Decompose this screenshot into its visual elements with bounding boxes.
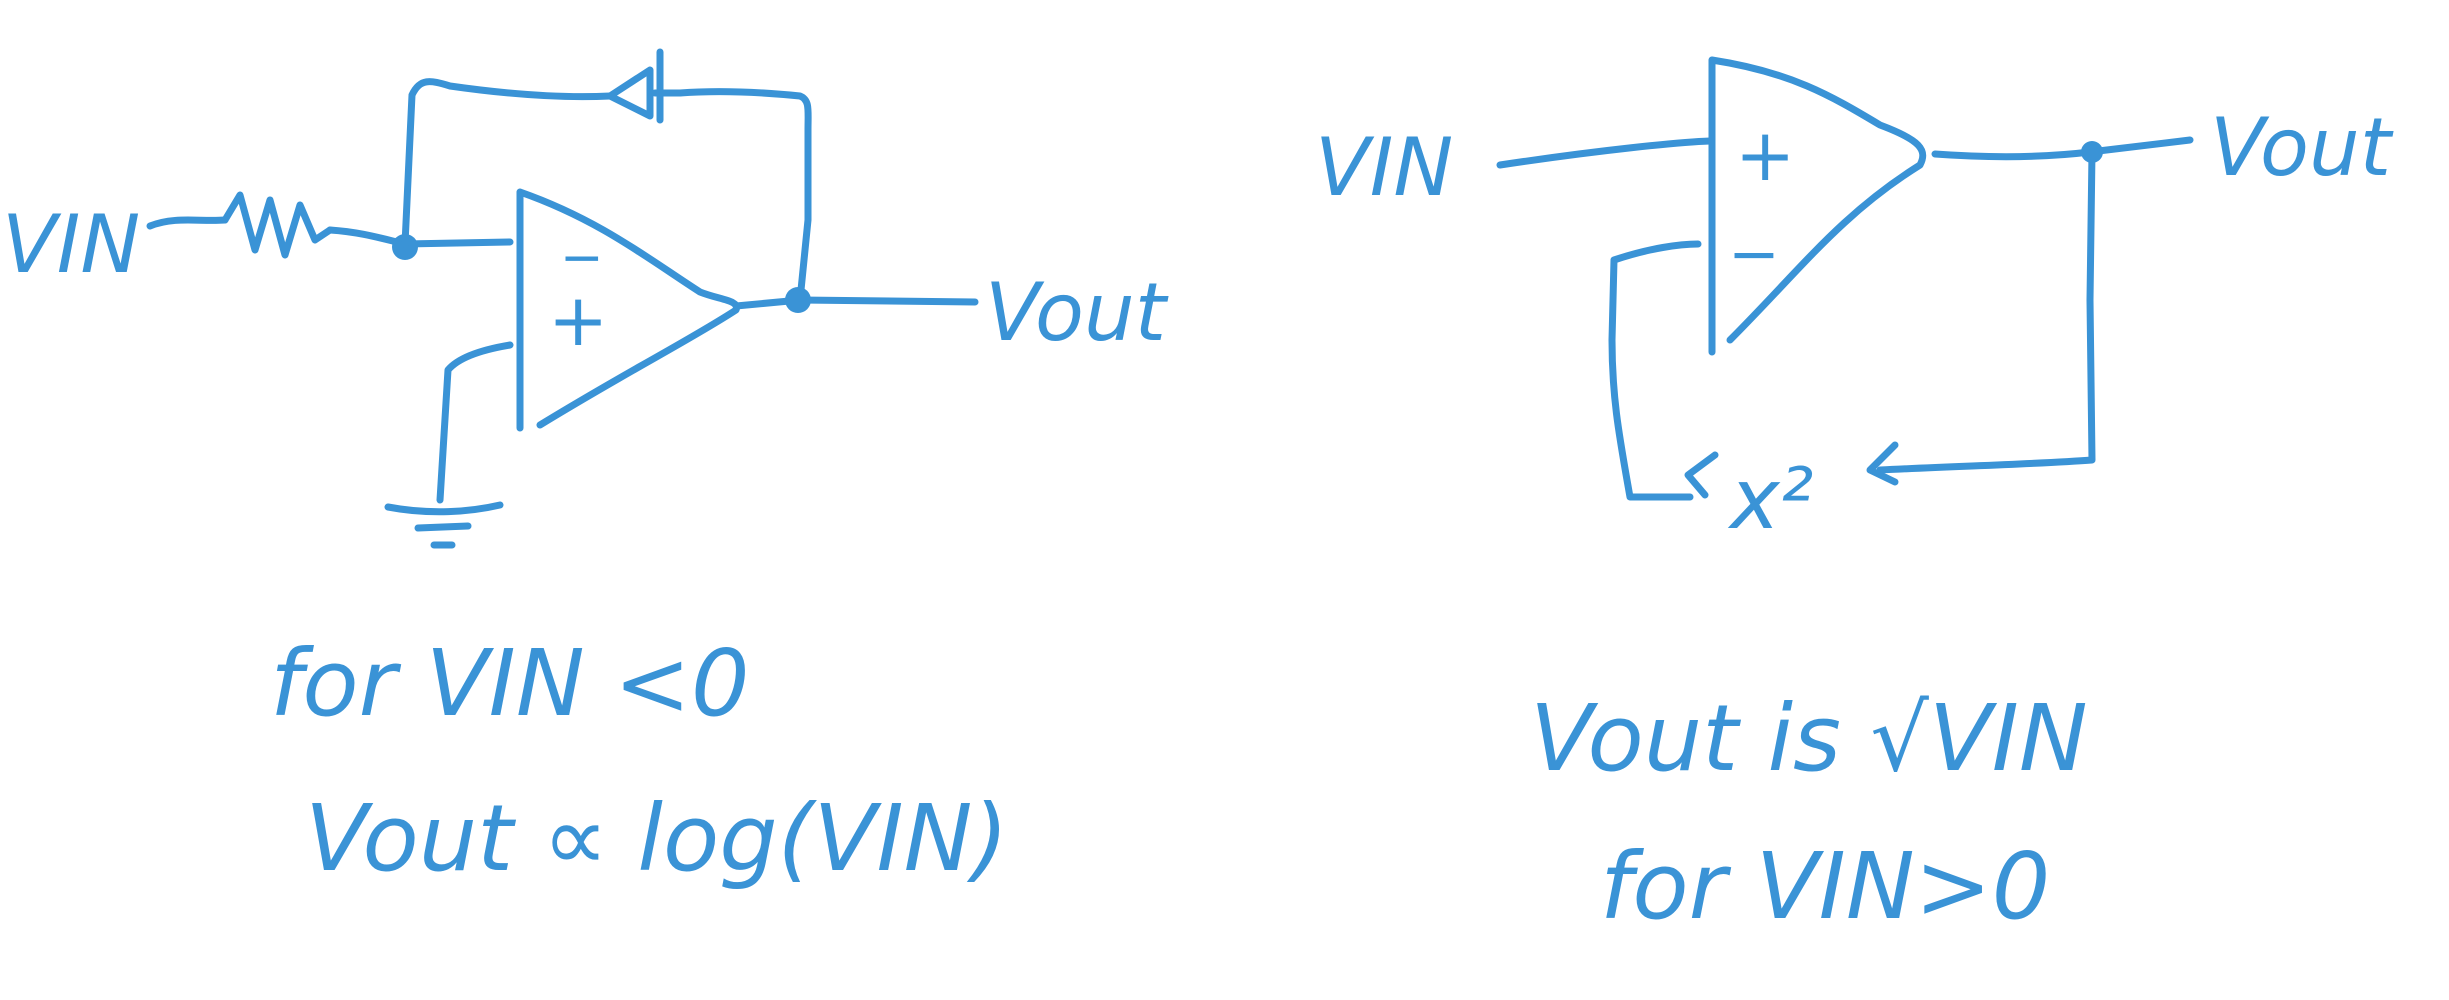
- output-wire: [732, 296, 979, 310]
- ground-wire: [436, 341, 514, 504]
- opamp-triangle: [516, 188, 740, 432]
- left-caption-line1: for VIN <0: [270, 630, 750, 737]
- right-caption-line1: Vout is √VIN: [1530, 685, 2088, 792]
- right-opamp-minus-label: −: [1728, 217, 1780, 290]
- left-output-label: Vout: [985, 266, 1169, 359]
- feedback-return-wire: [1876, 148, 2096, 474]
- left-input-label: VIN: [2, 198, 140, 291]
- right-opamp-triangle: [1708, 56, 1927, 356]
- feedback-wire-right: [676, 88, 812, 304]
- resistor-to-minus-wire: [326, 226, 514, 248]
- right-caption-line2: for VIN>0: [1600, 833, 2050, 940]
- feedback-diode: [606, 48, 684, 124]
- feedback-wire-left: [401, 78, 614, 248]
- left-caption-line2: Vout ∝ log(VIN): [305, 785, 1008, 892]
- squarer-block-label: x²: [1727, 450, 1813, 548]
- feedback-return-arrow: [1866, 441, 1899, 486]
- log-amplifier-circuit: VIN − + Vout for VIN <0 Vout ∝ log(VIN): [2, 48, 1169, 892]
- right-output-wire: [1931, 136, 2194, 161]
- ground-symbol: [384, 501, 504, 549]
- opamp-plus-label: +: [548, 278, 608, 362]
- right-output-label: Vout: [2210, 101, 2394, 194]
- right-input-label: VIN: [1315, 121, 1453, 214]
- output-node-dot: [785, 287, 811, 313]
- opamp-minus-label: −: [560, 228, 604, 288]
- input-lead-wire: [146, 216, 229, 230]
- right-input-wire: [1496, 137, 1714, 169]
- square-root-circuit: VIN + − x² Vout Vout is √VIN for VIN>0: [1315, 56, 2394, 940]
- input-resistor: [221, 191, 334, 259]
- squarer-to-minus-wire: [1608, 240, 1719, 501]
- right-opamp-plus-label: +: [1735, 113, 1795, 197]
